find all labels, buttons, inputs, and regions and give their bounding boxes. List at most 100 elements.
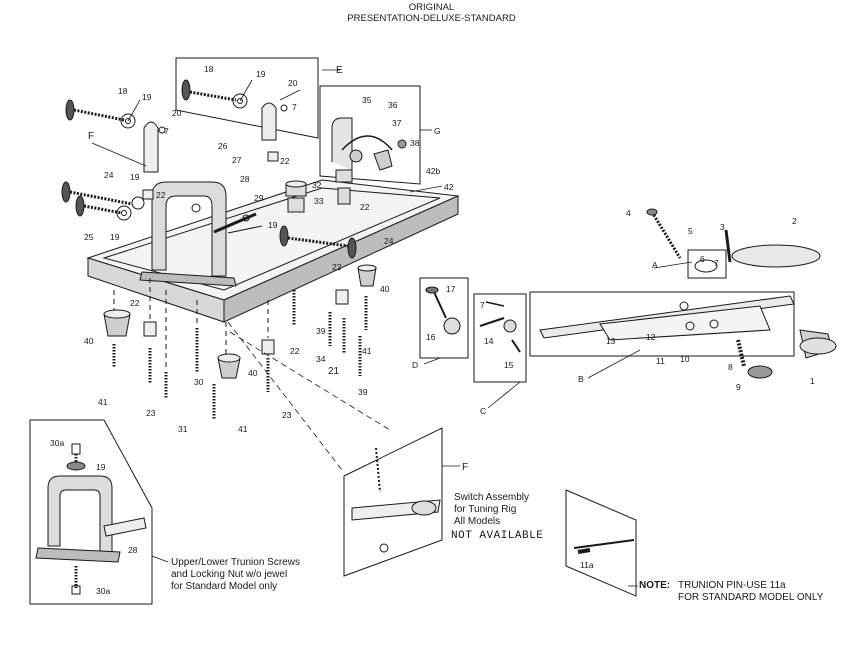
callout-1: 1: [810, 376, 815, 386]
callout-19-b: 19: [130, 172, 140, 182]
callout-31: 31: [178, 424, 188, 434]
callout-33: 33: [314, 196, 324, 206]
callout-6: 6: [700, 254, 705, 264]
callout-7-e: 7: [292, 102, 297, 112]
callout-22-b: 22: [360, 202, 370, 212]
callout-41-b: 41: [238, 424, 248, 434]
switch-note-line1: Switch Assembly: [454, 492, 530, 503]
pin-note-line2: FOR STANDARD MODEL ONLY: [678, 592, 824, 603]
callout-19: 19: [142, 92, 152, 102]
pin-note-line1: TRUNION PIN-USE 11a: [678, 580, 786, 591]
callout-38: 38: [410, 138, 420, 148]
callout-12: 12: [646, 332, 656, 342]
callout-f-switch: F: [462, 462, 468, 473]
trunion-note-line1: Upper/Lower Trunion Screws: [171, 557, 300, 568]
callout-4: 4: [626, 208, 631, 218]
callout-28-inset: 28: [128, 545, 138, 555]
callout-23-a: 23: [146, 408, 156, 418]
callout-39-b: 39: [358, 387, 368, 397]
callout-32: 32: [312, 180, 322, 190]
callout-26: 26: [218, 141, 228, 151]
switch-assembly-inset: [343, 427, 443, 577]
inset-box-c: [473, 293, 527, 383]
standard-trunion-inset: [29, 419, 153, 605]
callout-27: 27: [232, 155, 242, 165]
callout-22-c: 22: [156, 190, 166, 200]
callout-11: 11: [656, 356, 665, 366]
switch-note-status: NOT AVAILABLE: [451, 530, 544, 542]
trunion-note-line2: and Locking Nut w/o jewel: [171, 569, 288, 580]
callout-22-d: 22: [332, 262, 342, 272]
callout-35: 35: [362, 95, 372, 105]
callout-15: 15: [504, 360, 514, 370]
callout-16: 16: [426, 332, 436, 342]
callout-42b: 42b: [426, 166, 440, 176]
callout-7-a: 7: [714, 258, 719, 268]
callout-24-b: 24: [384, 236, 394, 246]
callout-7-c: 7: [480, 300, 485, 310]
callout-40-c: 40: [248, 368, 258, 378]
callout-5: 5: [688, 226, 693, 236]
callout-34: 34: [316, 354, 326, 364]
callout-f: F: [88, 131, 94, 142]
callout-30a-top: 30a: [50, 438, 64, 448]
callout-20: 20: [172, 108, 182, 118]
feet-and-screws: [103, 264, 377, 420]
callout-g: G: [434, 126, 441, 136]
callout-7: 7: [164, 126, 169, 136]
switch-note-line3: All Models: [454, 516, 501, 527]
callout-14: 14: [484, 336, 494, 346]
switch-note-line2: for Tuning Rig: [454, 504, 517, 515]
callout-28: 28: [240, 174, 250, 184]
callout-19-c: 19: [110, 232, 120, 242]
callout-c: C: [480, 406, 486, 416]
callout-37: 37: [392, 118, 402, 128]
callout-41-c: 41: [362, 346, 372, 356]
callout-30: 30: [194, 377, 204, 387]
header-subtitle: PRESENTATION-DELUXE-STANDARD: [347, 13, 516, 24]
callout-10: 10: [680, 354, 690, 364]
callout-18-e: 18: [204, 64, 214, 74]
callout-39-a: 39: [316, 326, 326, 336]
callout-22-a: 22: [280, 156, 290, 166]
callout-41-a: 41: [98, 397, 108, 407]
callout-3: 3: [720, 222, 725, 232]
callout-19-d: 19: [268, 220, 278, 230]
callout-22-f: 22: [290, 346, 300, 356]
callouts: 18 19 20 7 F 18 19 20 7 E 35 36 37 38 G …: [50, 64, 815, 596]
callout-29: 29: [254, 193, 264, 203]
callout-21: 21: [328, 366, 340, 377]
callout-8: 8: [728, 362, 733, 372]
callout-22-e: 22: [130, 298, 140, 308]
callout-2: 2: [792, 216, 797, 226]
callout-19-inset: 19: [96, 462, 106, 472]
base-plate: [86, 179, 460, 323]
trunion-note-line3: for Standard Model only: [171, 581, 278, 592]
pin-note-label: NOTE:: [639, 580, 671, 591]
trunion-pin-inset: [565, 489, 637, 597]
callout-d: D: [412, 360, 418, 370]
callout-36: 36: [388, 100, 398, 110]
callout-42: 42: [444, 182, 454, 192]
callout-11a: 11a: [580, 560, 594, 570]
callout-24-a: 24: [104, 170, 114, 180]
center-parts: [267, 151, 357, 259]
callout-25: 25: [84, 232, 94, 242]
inset-box-d: [419, 277, 469, 359]
bridge-assembly-left: [61, 99, 263, 234]
callout-b: B: [578, 374, 584, 384]
callout-30a-bottom: 30a: [96, 586, 110, 596]
callout-40-a: 40: [380, 284, 390, 294]
callout-19-e: 19: [256, 69, 266, 79]
callout-40-b: 40: [84, 336, 94, 346]
callout-23-b: 23: [282, 410, 292, 420]
callout-a: A: [652, 260, 658, 270]
tuning-rig-assembly: [529, 208, 837, 379]
callout-13: 13: [606, 336, 616, 346]
callout-e: E: [336, 65, 343, 76]
inset-box-e: [175, 57, 319, 141]
callout-17: 17: [446, 284, 456, 294]
leader-lines: [91, 69, 693, 587]
callout-20-e: 20: [288, 78, 298, 88]
